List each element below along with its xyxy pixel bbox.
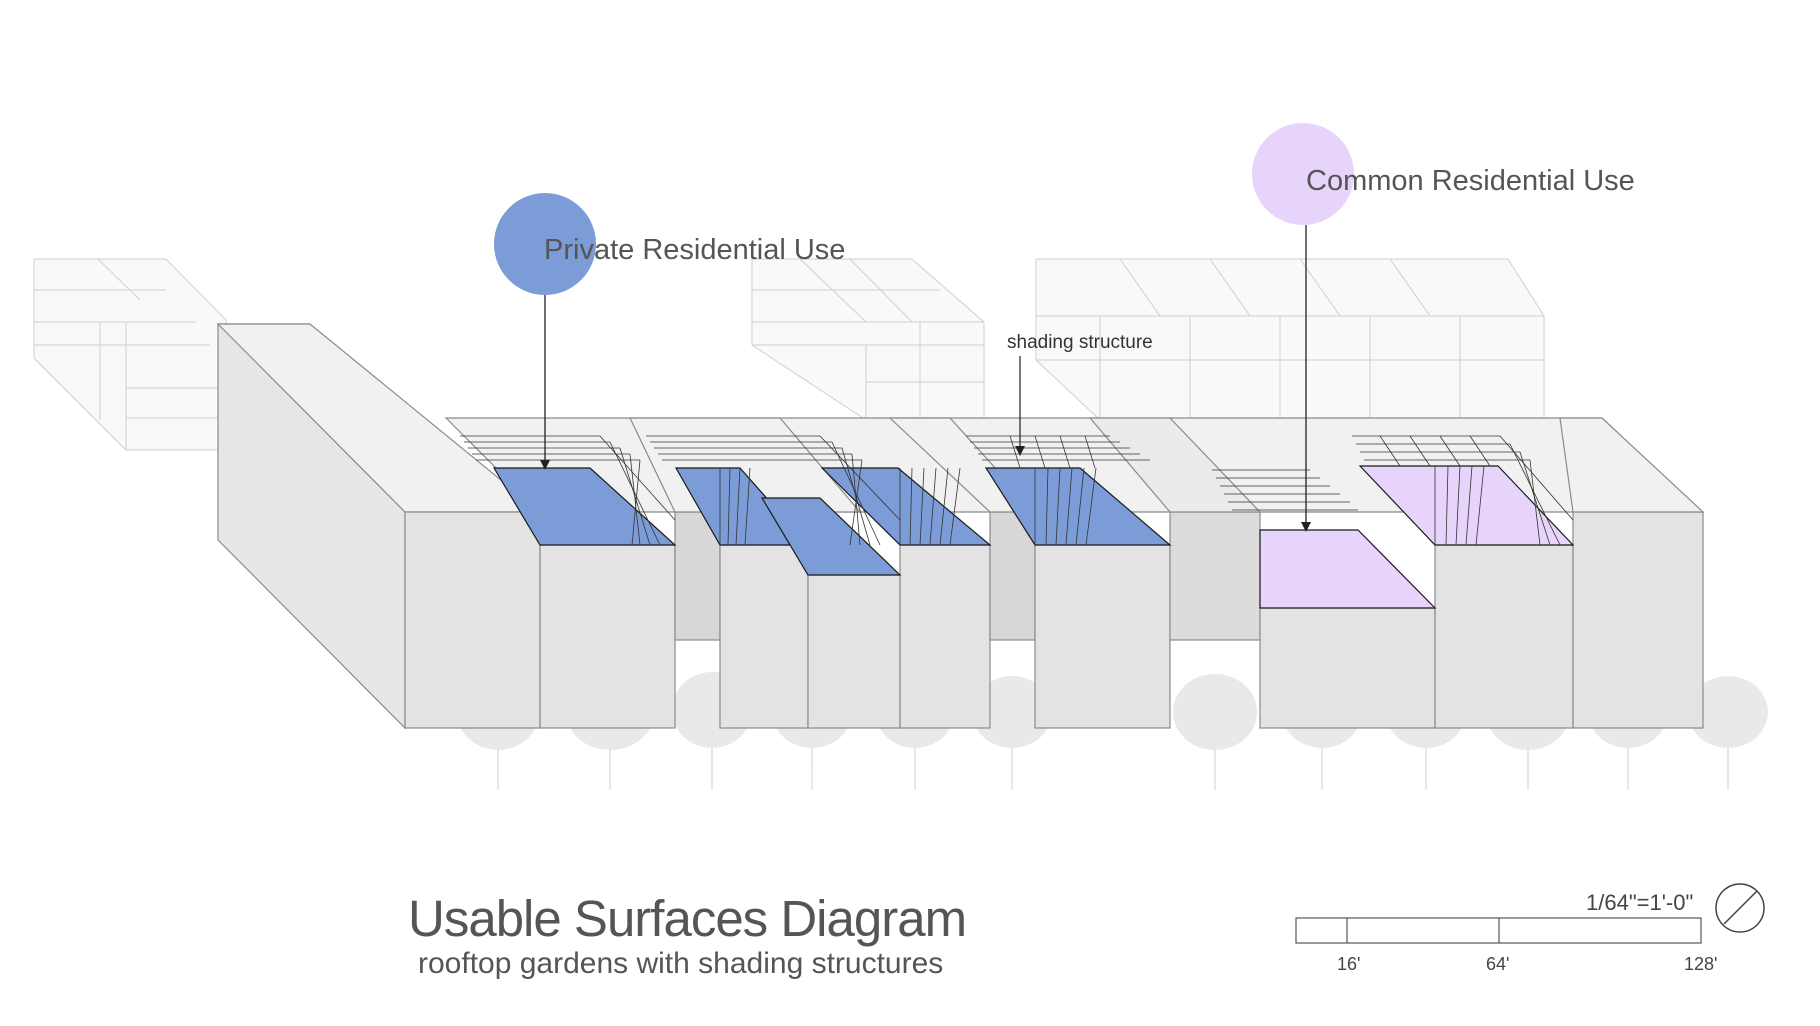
common-garden-1 xyxy=(1259,529,1437,609)
front-face-c xyxy=(719,544,809,729)
front-face-i xyxy=(1434,544,1574,729)
common-use-marker xyxy=(1252,123,1354,225)
tree xyxy=(1173,674,1257,790)
front-face-h xyxy=(1259,607,1436,729)
front-face-f xyxy=(1034,544,1171,729)
front-face-e xyxy=(899,544,991,729)
scale-bar: 1/64"=1'-0" 16' 64' 128' xyxy=(1295,890,1717,974)
callout-private: Private Residential Use xyxy=(494,193,845,470)
private-garden-4 xyxy=(820,467,992,546)
shading-grid-4 xyxy=(1212,469,1358,511)
context-buildings xyxy=(33,258,1545,451)
shading-structure-label: shading structure xyxy=(1007,332,1153,353)
shading-grid-5 xyxy=(1352,435,1574,546)
tree xyxy=(1688,676,1768,790)
shading-structures xyxy=(460,435,1574,546)
private-garden-1 xyxy=(492,467,677,546)
common-garden-2 xyxy=(1358,465,1575,546)
top-plate-3 xyxy=(1088,417,1262,513)
common-leader-arrowhead xyxy=(1301,522,1311,532)
front-face-d xyxy=(807,574,901,729)
private-leader-arrowhead xyxy=(540,460,550,470)
shading-grid-1 xyxy=(460,435,676,546)
top-plate-4 xyxy=(1559,417,1705,513)
front-face-j xyxy=(1572,511,1704,729)
north-arrow-icon xyxy=(1715,883,1765,933)
tree xyxy=(972,676,1052,790)
building-massing xyxy=(216,323,1705,730)
diagram-subtitle: rooftop gardens with shading structures xyxy=(418,947,943,980)
diagram-title: Usable Surfaces Diagram xyxy=(408,890,966,947)
shading-grid-3 xyxy=(966,435,1150,546)
scale-ratio: 1/64"=1'-0" xyxy=(1586,890,1693,915)
private-garden-3 xyxy=(760,497,902,576)
common-use-label: Common Residential Use xyxy=(1306,165,1635,197)
shading-grid-2 xyxy=(646,435,961,546)
title-block: Usable Surfaces Diagram rooftop gardens … xyxy=(408,890,967,980)
scale-tick-64: 64' xyxy=(1486,954,1509,974)
front-face-a xyxy=(404,511,541,729)
private-garden-5 xyxy=(984,467,1172,546)
callout-shading: shading structure xyxy=(1007,332,1153,456)
recess-bc xyxy=(674,511,721,641)
private-gardens xyxy=(492,467,1172,576)
private-use-marker xyxy=(494,193,596,295)
common-gardens xyxy=(1259,465,1575,609)
callout-common: Common Residential Use xyxy=(1252,123,1635,532)
context-building-middle xyxy=(751,258,985,421)
private-use-label: Private Residential Use xyxy=(544,234,845,266)
front-face-b xyxy=(539,544,676,729)
context-building-left xyxy=(33,258,227,451)
shading-leader-arrowhead xyxy=(1015,446,1025,456)
scale-tick-16: 16' xyxy=(1337,954,1360,974)
front-face-g xyxy=(1169,511,1261,641)
scale-tick-128: 128' xyxy=(1684,954,1717,974)
